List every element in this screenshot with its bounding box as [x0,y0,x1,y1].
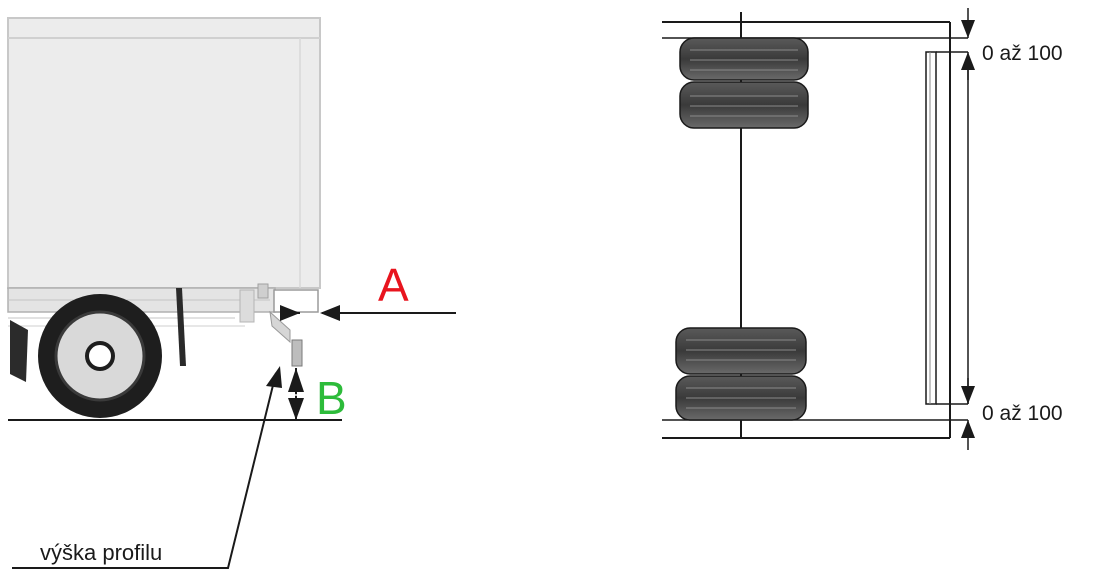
label-profile-height: výška profilu [40,540,162,565]
wheel [10,294,162,418]
label-bottom-range: 0 až 100 [982,402,1063,425]
truck-box [7,17,321,289]
side-view: A B výška profilu [7,17,456,569]
label-b: B [316,372,347,424]
dimension-a [280,305,456,321]
tires-lower [675,327,807,421]
dimension-b [288,368,304,420]
rear-bumper-bar [925,51,937,405]
dimension-top [961,8,975,80]
label-a: A [378,259,409,311]
top-view: 0 až 100 0 až 100 [662,8,1063,450]
label-top-range: 0 až 100 [982,42,1063,65]
dimension-bottom [961,378,975,450]
profile-leader [12,366,282,569]
tires-upper [679,37,809,129]
